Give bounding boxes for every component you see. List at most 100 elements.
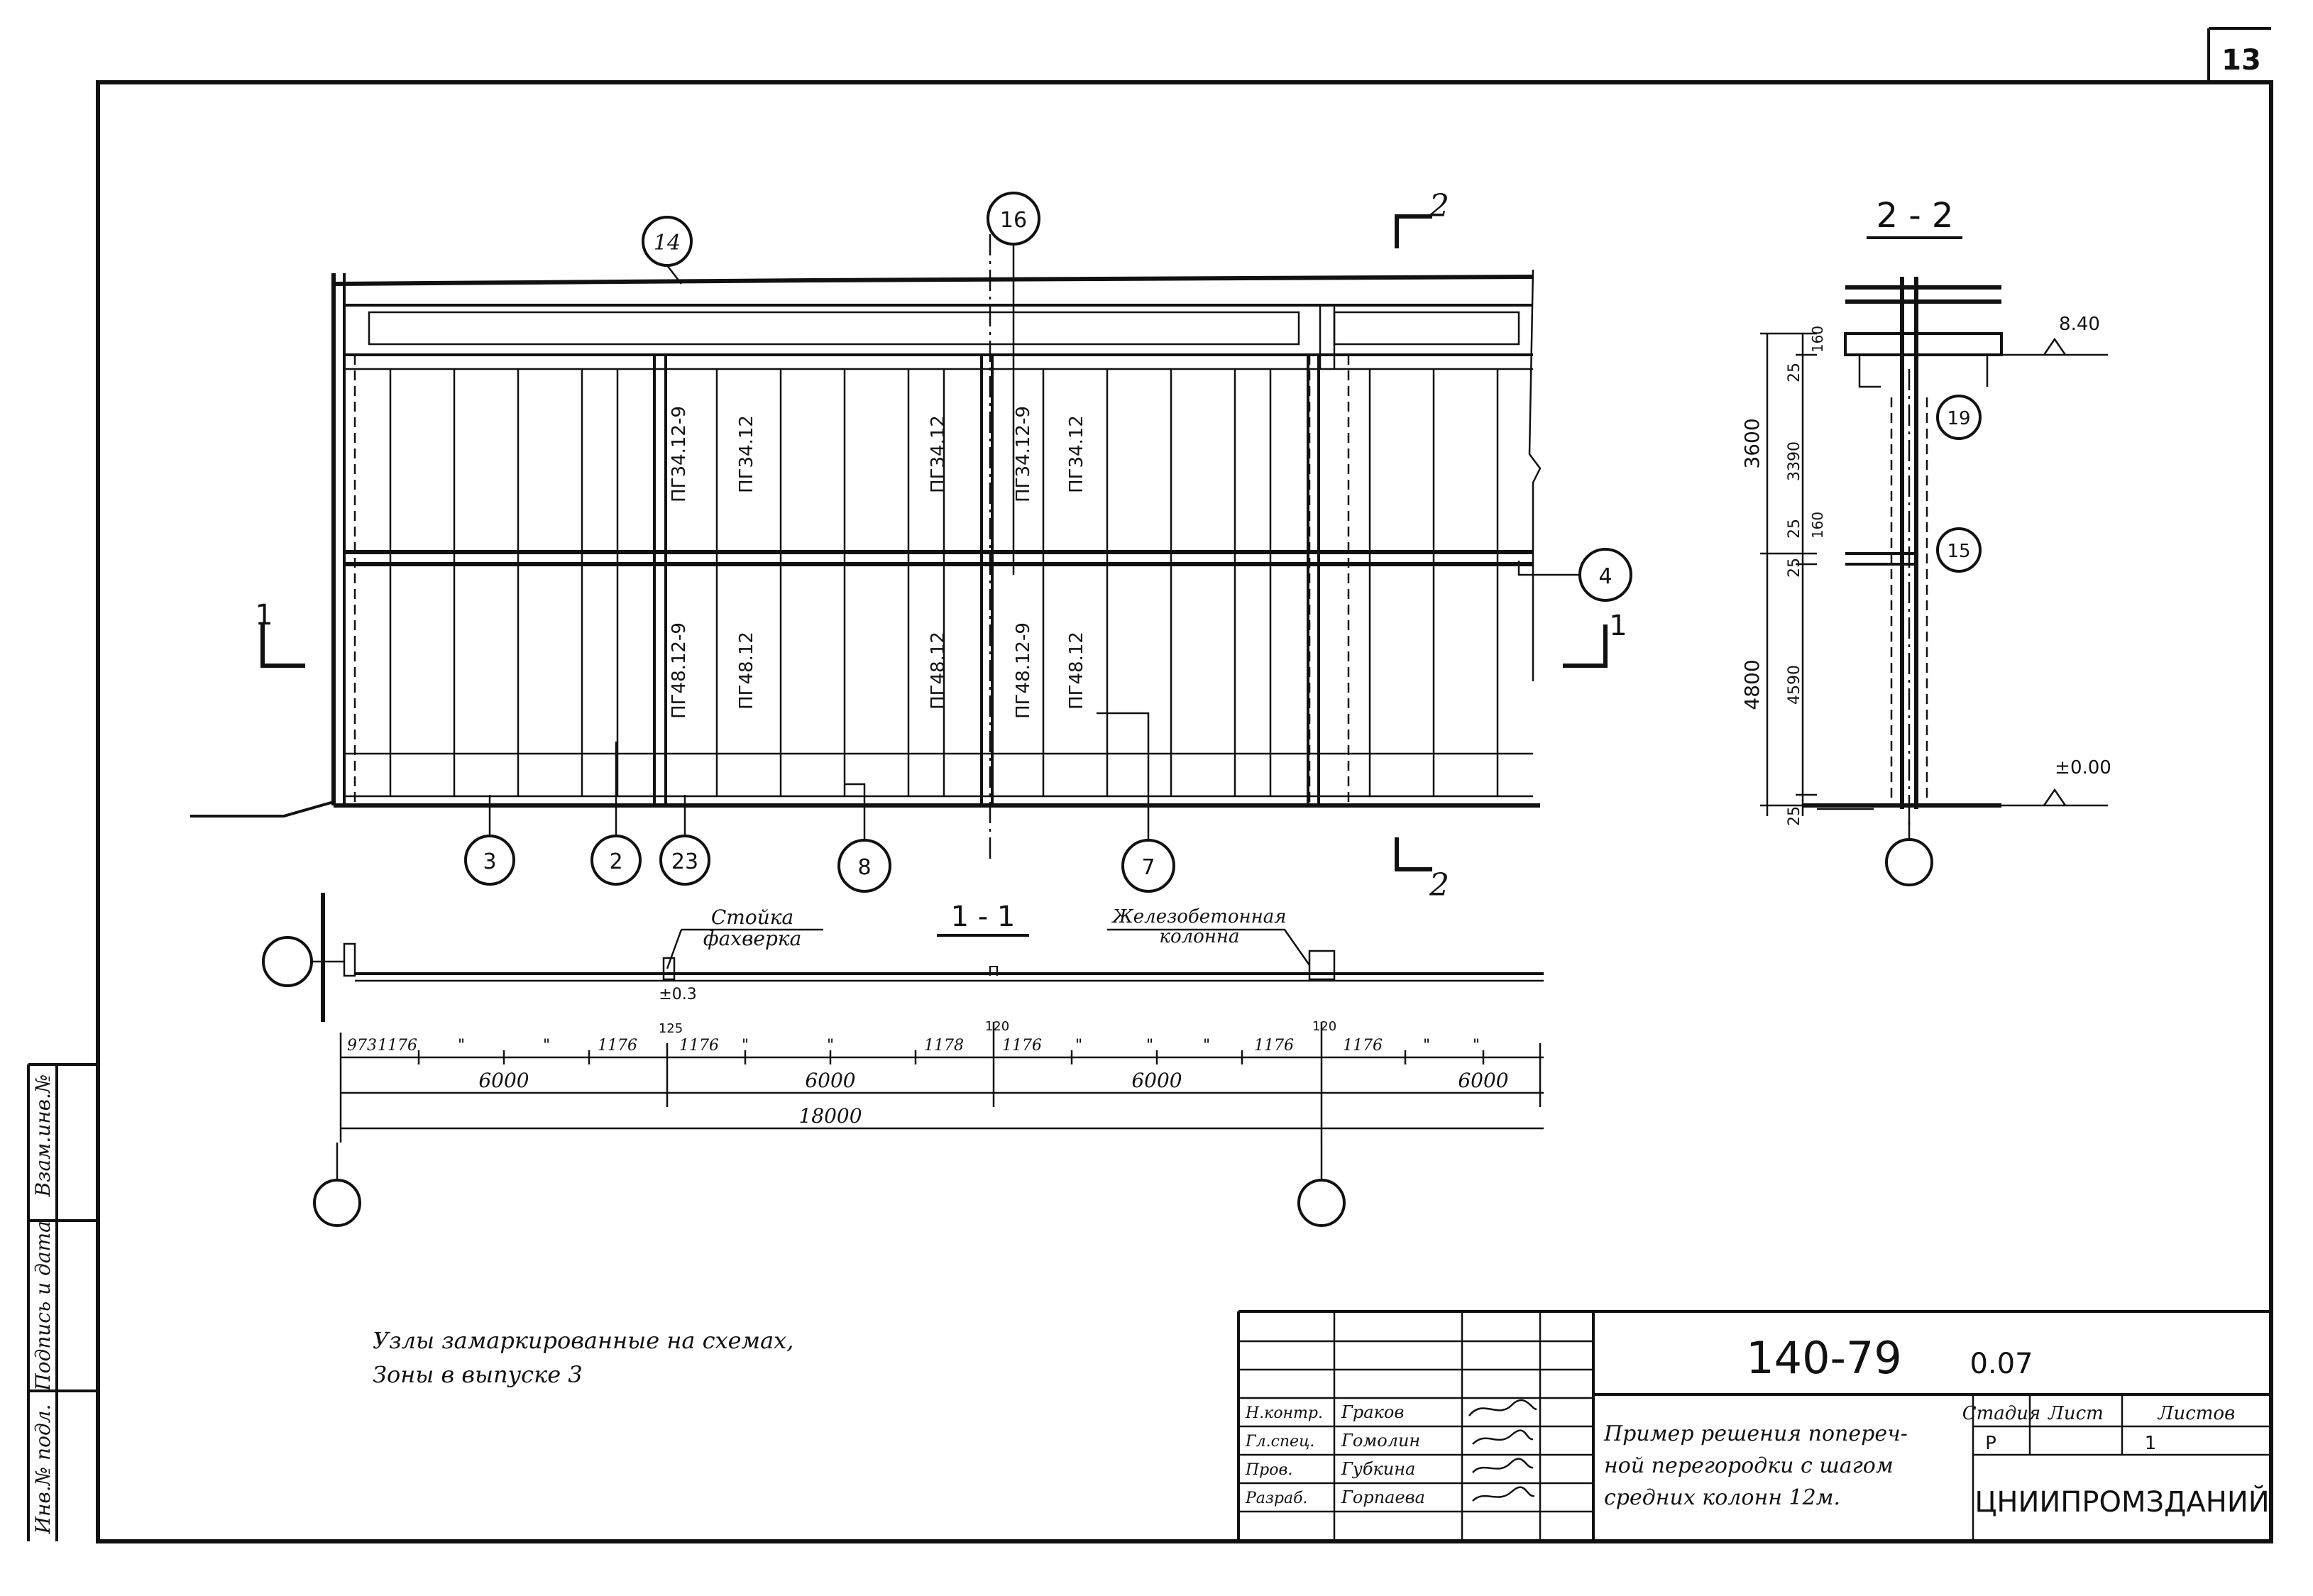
panel-labels: ПГ34.12-9 ПГ34.12 ПГ34.12 ПГ34.12-9 ПГ34… [669,406,1087,719]
name-3: Губкина [1341,1459,1415,1479]
dim-inner: 4590 [1786,665,1803,705]
panel-label-bottom: ПГ48.12 [736,632,757,710]
desc-line-3: средних колонн 12м. [1604,1485,1840,1510]
dim-text: 1178 [924,1037,964,1055]
callout-15: 15 [1947,541,1970,562]
role-2: Гл.спец. [1245,1433,1314,1451]
doc-code: 140-79 [1746,1332,1902,1384]
panel-label-top: ПГ34.12 [736,415,757,493]
dim-text: 973 [347,1037,377,1055]
dim-total: 18000 [798,1104,862,1128]
dim-text: " [827,1037,834,1055]
dim-3600: 3600 [1740,418,1764,468]
callout-2: 2 [609,849,622,874]
callout-23: 23 [671,849,698,874]
dim-text: 1176 [1002,1037,1042,1055]
org-name: ЦНИИПРОМЗДАНИЙ [1974,1485,2269,1519]
panel-label-bottom: ПГ48.12-9 [669,622,690,719]
dim-span: 6000 [805,1069,855,1092]
cut-2-bottom: 2 [1429,867,1449,903]
dim-text: 1176 [1254,1037,1294,1055]
callout-4: 4 [1598,564,1612,589]
section-1-1: 1 - 1 Стойка фахверка Железобетонная кол… [262,893,1544,1227]
dim-text: 1176 [378,1037,417,1055]
side-stamp-cell-1: Инв.№ подл. [31,1404,55,1535]
panel-label-bottom: ПГ48.12 [928,632,949,710]
dim-inner: 25 [1786,519,1803,539]
dim-span: 6000 [478,1069,529,1092]
callouts: 14 16 4 3 2 23 8 7 [464,192,1632,893]
dim-text: 1176 [598,1037,637,1055]
page-number: 13 [2221,44,2261,77]
dim-inner: 25 [1786,363,1803,383]
dim-text: 1176 [679,1037,719,1055]
dim-text: " [458,1037,465,1055]
section-1-1-title: 1 - 1 [951,901,1016,933]
doc-suffix: 0.07 [1969,1348,2033,1380]
section-2-2-title: 2 - 2 [1877,196,1954,236]
role-3: Пров. [1245,1461,1292,1479]
callout-7: 7 [1141,855,1155,880]
cut-1-right: 1 [1609,610,1627,642]
dim-small: ±0.3 [659,986,696,1003]
name-4: Горпаева [1341,1487,1425,1507]
note-line-2: Зоны в выпуске 3 [373,1361,583,1388]
dim-text: " [1423,1037,1430,1055]
title-block [1237,1310,2271,1541]
callout-8: 8 [857,855,871,880]
desc-line-1: Пример решения попереч- [1603,1421,1908,1446]
callout-19: 19 [1947,408,1970,429]
callout-3: 3 [483,849,496,874]
sheet-frame [96,27,2273,1543]
panel-label-bottom: ПГ48.12-9 [1013,622,1034,719]
panel-label-top: ПГ34.12 [928,415,949,493]
role-4: Разраб. [1245,1490,1308,1507]
mark-n: п [988,959,1000,981]
section-2-2: 2 - 2 3600 4800 160 25 3390 25 160 25 45… [1740,196,2111,886]
desc-line-2: ной перегородки с шагом [1604,1453,1894,1478]
role-1: Н.контр. [1245,1404,1323,1422]
stage-value: Р [1985,1433,1996,1454]
panel-label-bottom: ПГ48.12 [1066,632,1087,710]
note-left-line2: фахверка [703,927,802,950]
callout-14: 14 [654,231,681,255]
cut-2-top: 2 [1429,188,1449,224]
panel-label-top: ПГ34.12-9 [1013,406,1034,502]
level-zero: ±0.00 [2055,757,2111,778]
col-sheets: Листов [2157,1403,2235,1424]
dim-inner: 160 [1809,512,1826,539]
callout-16: 16 [1000,208,1027,233]
dim-inner: 25 [1786,558,1803,578]
note-line-1: Узлы замаркированные на схемах, [373,1327,793,1354]
section-1-1-dims: 973 1176 " " 1176 125 1176 " " 1178 120 … [347,1019,1509,1128]
dim-text: 120 [1312,1019,1336,1034]
panel-label-top: ПГ34.12-9 [669,406,690,502]
signatures [1468,1399,1537,1502]
cut-1-left: 1 [255,599,273,632]
dim-text: " [742,1037,749,1055]
note-left-line1: Стойка [711,906,793,929]
dim-text: 125 [659,1021,683,1036]
name-2: Гомолин [1341,1431,1420,1451]
name-1: Граков [1341,1402,1404,1422]
dim-text: 1176 [1343,1037,1383,1055]
side-stamp-cell-3: Взам.инв.№ [31,1074,55,1198]
col-sheet: Лист [2047,1403,2104,1424]
partition-elevation [190,234,1542,859]
level-top: 8.40 [2059,314,2100,335]
dim-text: 120 [985,1019,1009,1034]
dim-inner: 3390 [1786,441,1803,481]
dim-text: " [1075,1037,1082,1055]
dim-text: " [1203,1037,1210,1055]
dim-text: " [543,1037,550,1055]
side-stamp: Взам.инв.№ Подпись и дата Инв.№ подл. [27,1063,98,1541]
dim-inner: 160 [1809,326,1826,353]
dim-inner: 25 [1786,806,1803,826]
sheets-value: 1 [2145,1433,2157,1454]
section-cuts: 1 1 2 2 [255,188,1627,903]
note-right-line1: Железобетонная [1111,906,1287,928]
col-stage: Стадия [1962,1403,2041,1424]
side-stamp-cell-2: Подпись и дата [31,1221,55,1392]
